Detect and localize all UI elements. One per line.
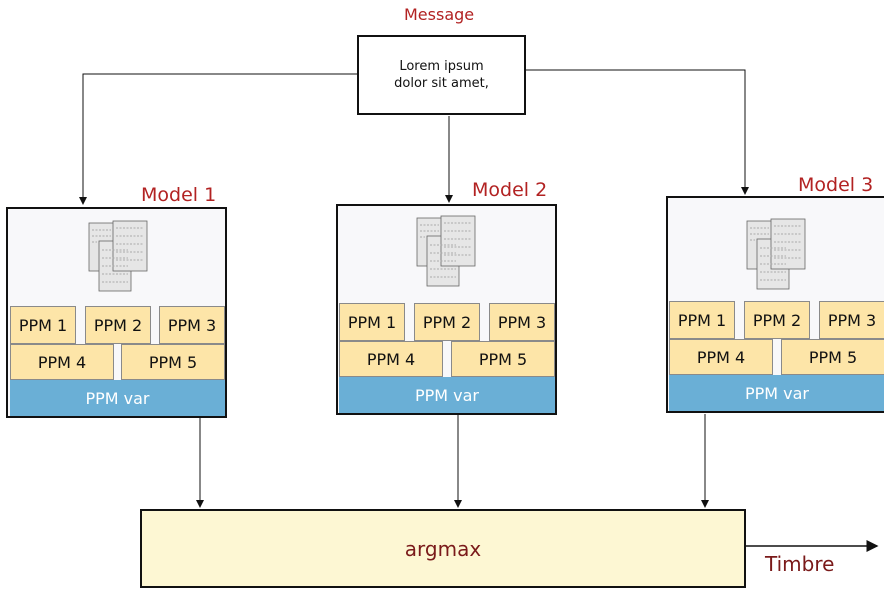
model-2-title: Model 2 — [472, 179, 548, 201]
model-1-ppm-4: PPM 4 — [10, 344, 114, 380]
model-2-ppm-5: PPM 5 — [451, 341, 555, 377]
model-2-ppm-4: PPM 4 — [339, 341, 443, 377]
model-2-ppm-1: PPM 1 — [339, 303, 405, 341]
model-1-ppm-5: PPM 5 — [121, 344, 225, 380]
model-3-ppm-3: PPM 3 — [819, 301, 884, 339]
message-text-line1: Lorem ipsum — [399, 59, 484, 74]
connector-message-model3 — [525, 69, 749, 195]
model-2-ppm-2: PPM 2 — [414, 303, 480, 341]
model-1-box: PPM 1 PPM 2 PPM 3 PPM 4 PPM 5 PPM var — [6, 207, 227, 418]
argmax-label: argmax — [404, 536, 482, 561]
model-2-box: PPM 1 PPM 2 PPM 3 PPM 4 PPM 5 PPM var — [336, 204, 557, 415]
model-3-ppm-5: PPM 5 — [781, 339, 884, 375]
model-2-ppm-3: PPM 3 — [489, 303, 555, 341]
message-box: Lorem ipsum dolor sit amet, — [357, 35, 526, 115]
model-3-title: Model 3 — [798, 174, 874, 196]
message-title: Message — [404, 5, 475, 24]
model-1-ppm-3: PPM 3 — [159, 306, 225, 344]
model-3-box: PPM 1 PPM 2 PPM 3 PPM 4 PPM 5 PPM var — [666, 196, 884, 413]
model-3-ppm-4: PPM 4 — [669, 339, 773, 375]
document-stack-icon — [88, 220, 148, 292]
model-2-ppm-var: PPM var — [339, 377, 555, 413]
document-stack-icon — [416, 215, 476, 287]
model-3-ppm-var: PPM var — [669, 375, 884, 411]
timbre-label: Timbre — [765, 552, 835, 576]
argmax-box: argmax — [140, 509, 746, 588]
model-1-ppm-2: PPM 2 — [85, 306, 151, 344]
model-3-ppm-2: PPM 2 — [744, 301, 810, 339]
document-stack-icon — [746, 218, 806, 290]
model-1-title: Model 1 — [141, 184, 217, 206]
model-1-ppm-var: PPM var — [10, 380, 225, 416]
model-1-ppm-1: PPM 1 — [10, 306, 76, 344]
model-3-ppm-1: PPM 1 — [669, 301, 735, 339]
connector-message-model1 — [79, 73, 358, 205]
message-text-line2: dolor sit amet, — [394, 76, 489, 91]
